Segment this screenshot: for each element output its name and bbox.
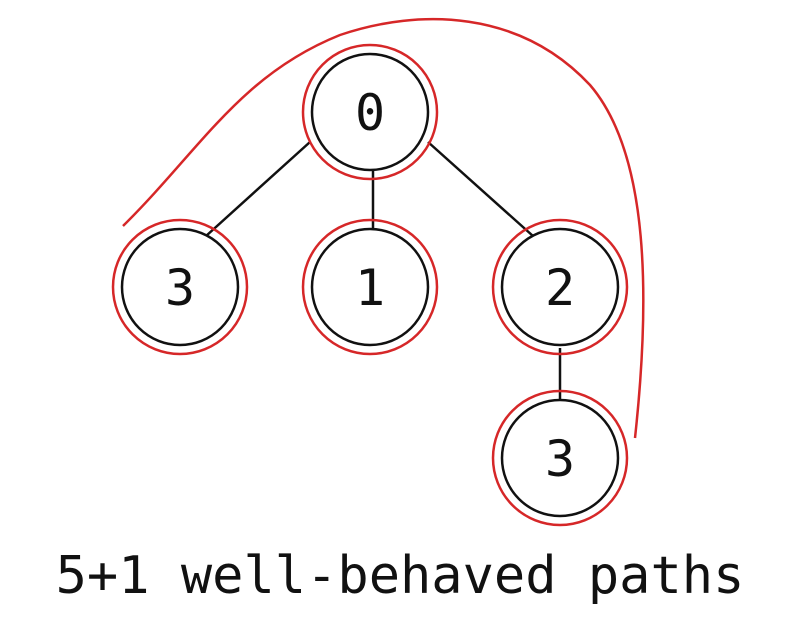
node-middle: 1 (301, 218, 439, 356)
node-label-bottom: 3 (545, 430, 575, 488)
edge-root-right (427, 141, 534, 237)
node-root: 0 (301, 43, 439, 181)
node-label-root: 0 (355, 84, 385, 142)
node-left: 3 (111, 218, 249, 356)
node-label-right: 2 (545, 259, 575, 317)
highlight-curve (122, 17, 645, 439)
node-right: 2 (491, 218, 629, 356)
node-bottom: 3 (491, 389, 629, 527)
node-label-middle: 1 (355, 259, 385, 317)
node-label-left: 3 (165, 259, 195, 317)
edge-root-left (205, 141, 311, 237)
diagram-caption: 5+1 well-behaved paths (55, 546, 745, 606)
